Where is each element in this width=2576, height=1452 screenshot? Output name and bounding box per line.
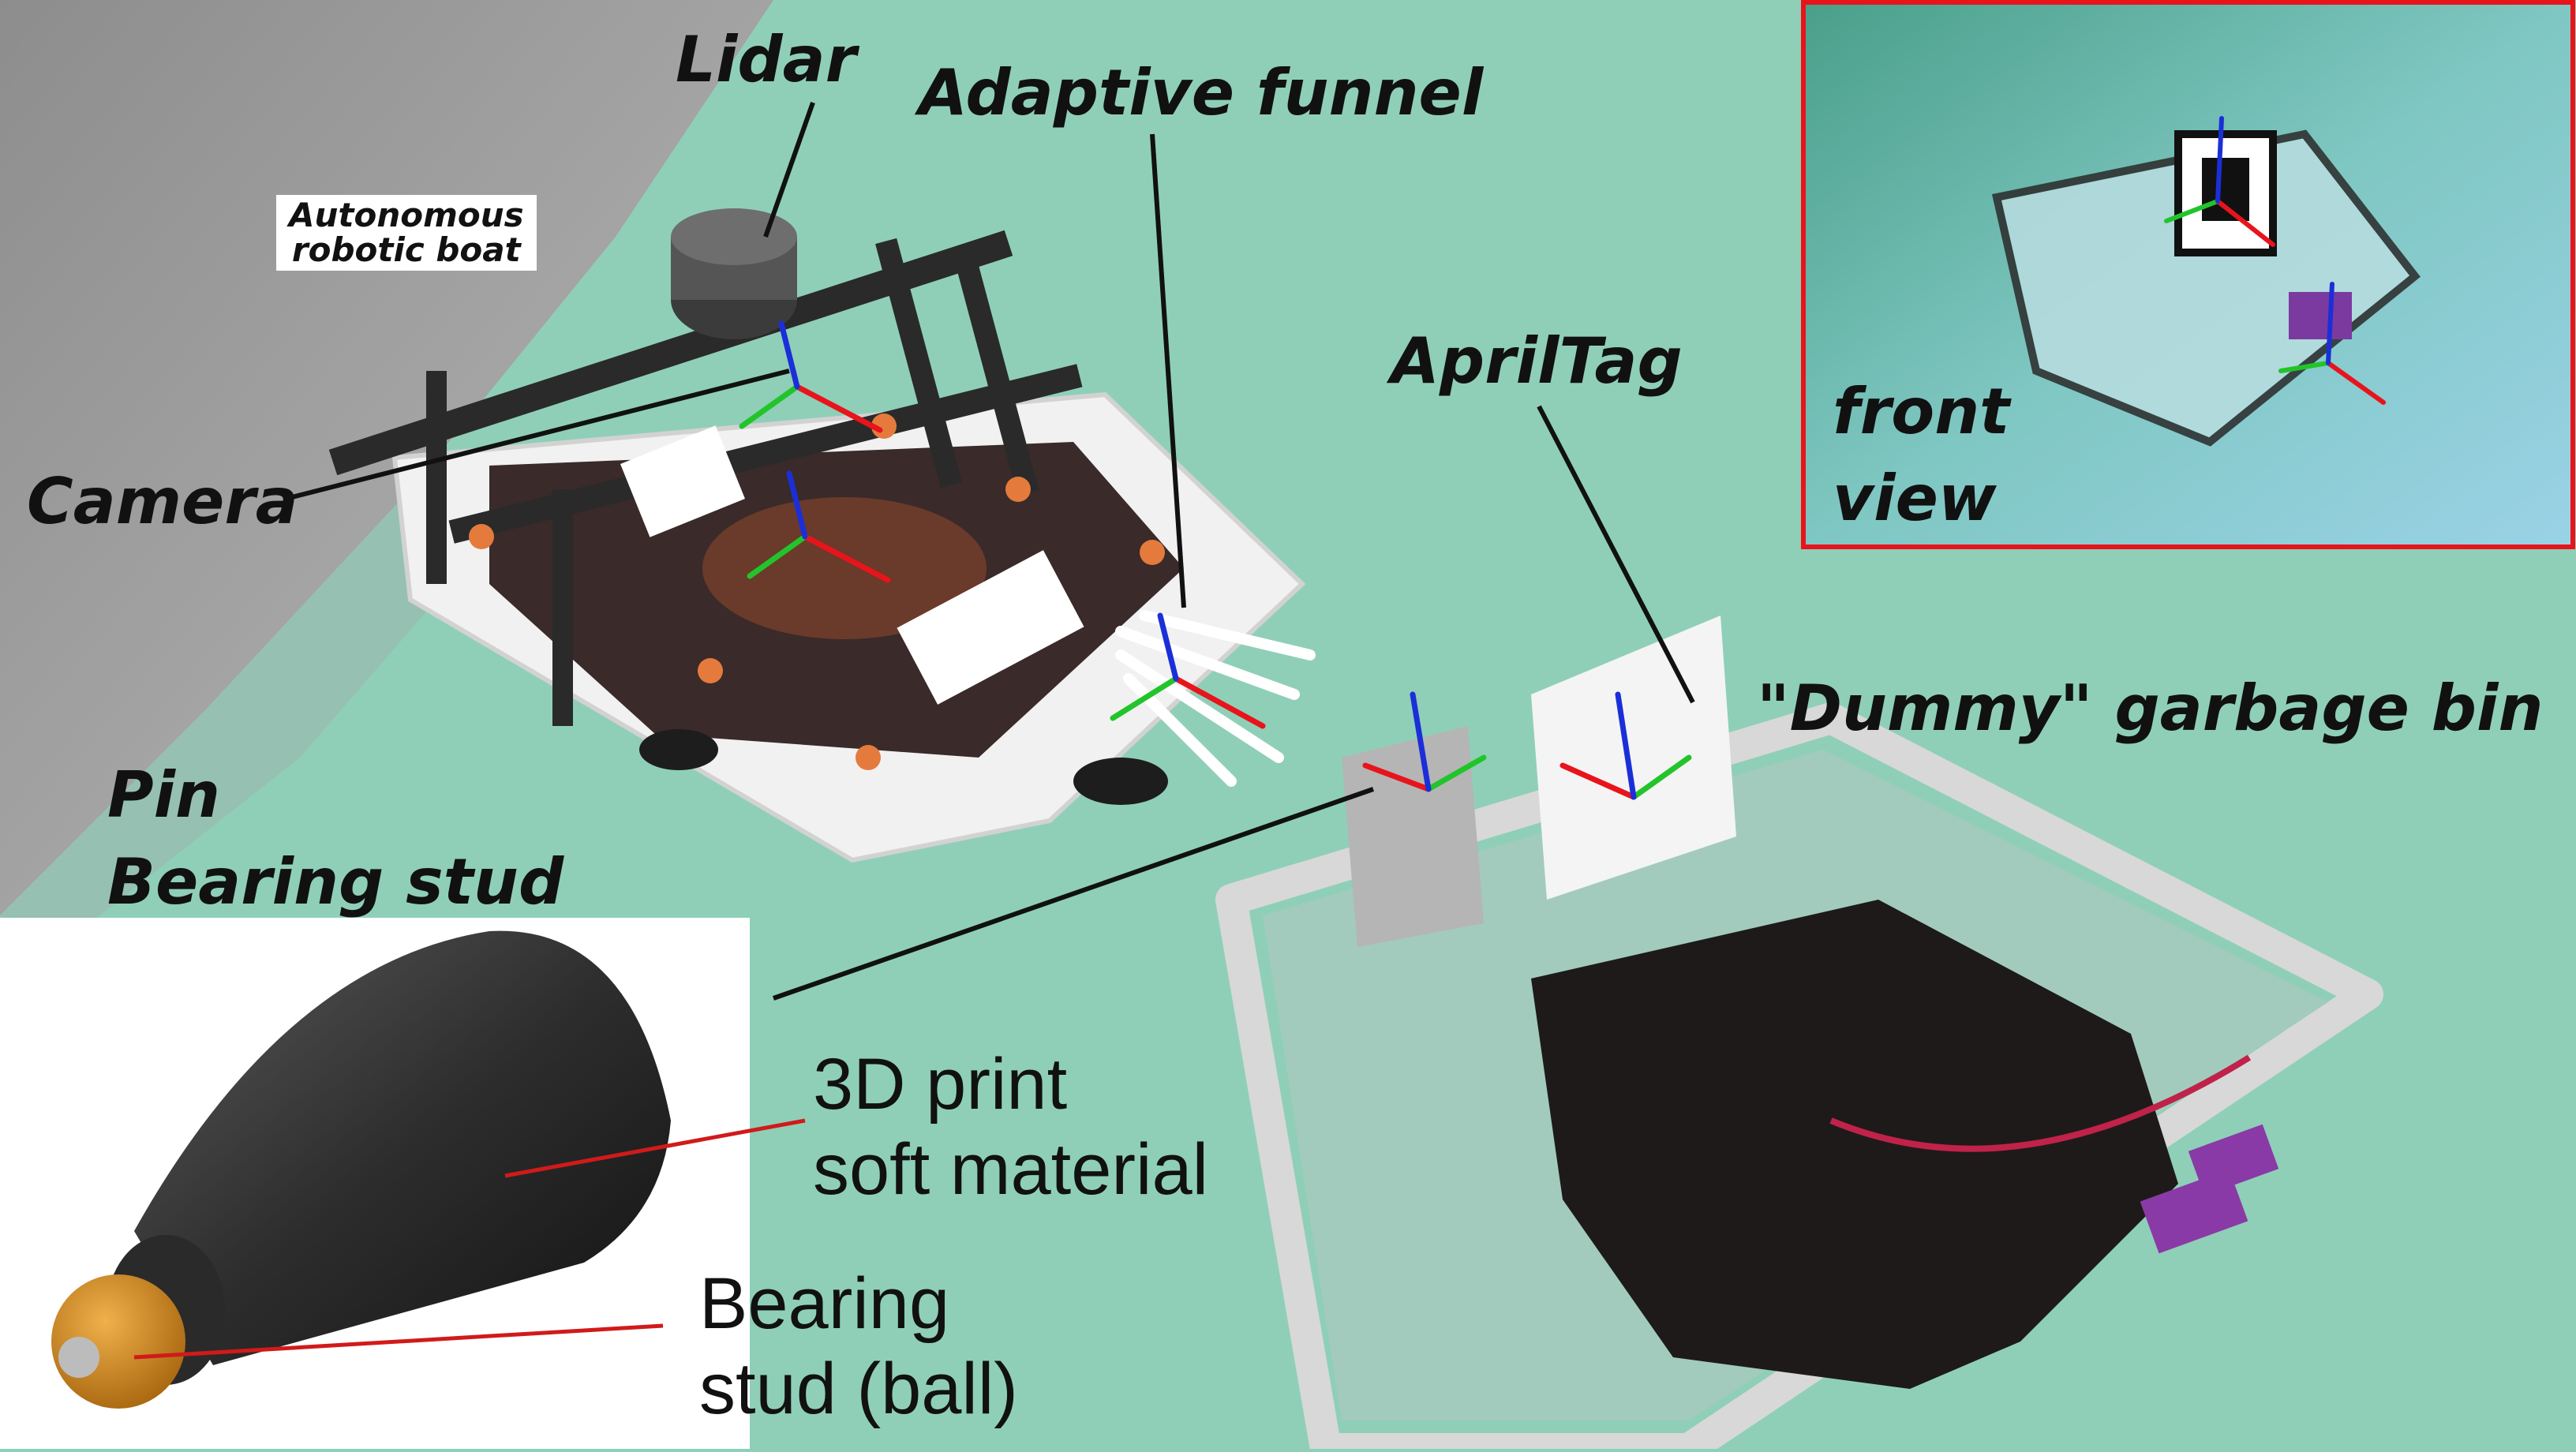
boat-frame-post-4 [552,489,573,726]
label-bearing: Bearing [699,1263,950,1344]
label-3d-print: 3D print [813,1044,1068,1125]
label-adaptive-funnel: Adaptive funnel [919,56,1484,129]
bin-purple-block-2 [2188,1124,2279,1196]
inset-frames [2164,116,2386,405]
label-camera: Camera [27,465,298,538]
boat-frame-post-3 [426,371,447,584]
boat-white-box [620,425,745,537]
label-bearing-stud: Bearing stud [107,845,564,919]
stud-cone-body [134,930,671,1365]
label-dummy-garbage-bin: "Dummy" garbage bin [1757,672,2544,745]
label-soft-material: soft material [813,1129,1209,1210]
bearing-stud-inset [0,918,806,1449]
lidar-frame [739,320,883,433]
stud-ball-socket [58,1337,99,1378]
label-front-view-line2: view [1833,462,1997,535]
boat-label-line2: robotic boat [291,230,521,269]
cone-frame [1362,691,1487,792]
dummy-garbage-bin [1215,616,2383,1452]
inset-border [1801,0,2575,549]
label-pin: Pin [107,758,221,832]
label-front-view-line1: front [1833,375,2010,448]
bin-content-bag [1531,900,2178,1389]
boat-fasteners [469,414,1165,770]
label-lidar: Lidar [676,23,857,96]
boat-frame-post-2 [956,261,1039,496]
label-apriltag: AprilTag [1391,324,1683,398]
boat-white-box-2 [897,550,1084,705]
front-view-inset [1801,0,2575,549]
inset-tag-pattern [2202,158,2249,221]
coordinate-frames [739,320,1692,800]
stud-leader-print [504,1118,806,1178]
boat-motor [702,497,987,639]
wall-shadow [0,489,505,994]
boat-frame-post [875,238,962,488]
bin-purple-block [2140,1169,2248,1254]
funnel-frame [1110,612,1266,729]
label-autonomous-robotic-boat: Autonomous robotic boat [276,195,537,271]
stud-leader-ball [133,1323,664,1360]
boat-float [1073,758,1168,805]
bin-bag-seam [1829,1054,2252,1152]
leader-lines [291,102,1695,1001]
inset-purple-block [2289,292,2352,339]
boat-float-2 [639,729,718,770]
robotic-boat [328,208,1316,863]
lidar-top [671,208,797,265]
bin-cone-plate [1342,726,1484,947]
boat-label-line1: Autonomous [289,196,524,234]
label-stud-ball: stud (ball) [699,1349,1018,1429]
camera-frame [747,470,891,583]
boat-frame-bar [328,230,1013,476]
apriltag-frame [1559,691,1692,800]
